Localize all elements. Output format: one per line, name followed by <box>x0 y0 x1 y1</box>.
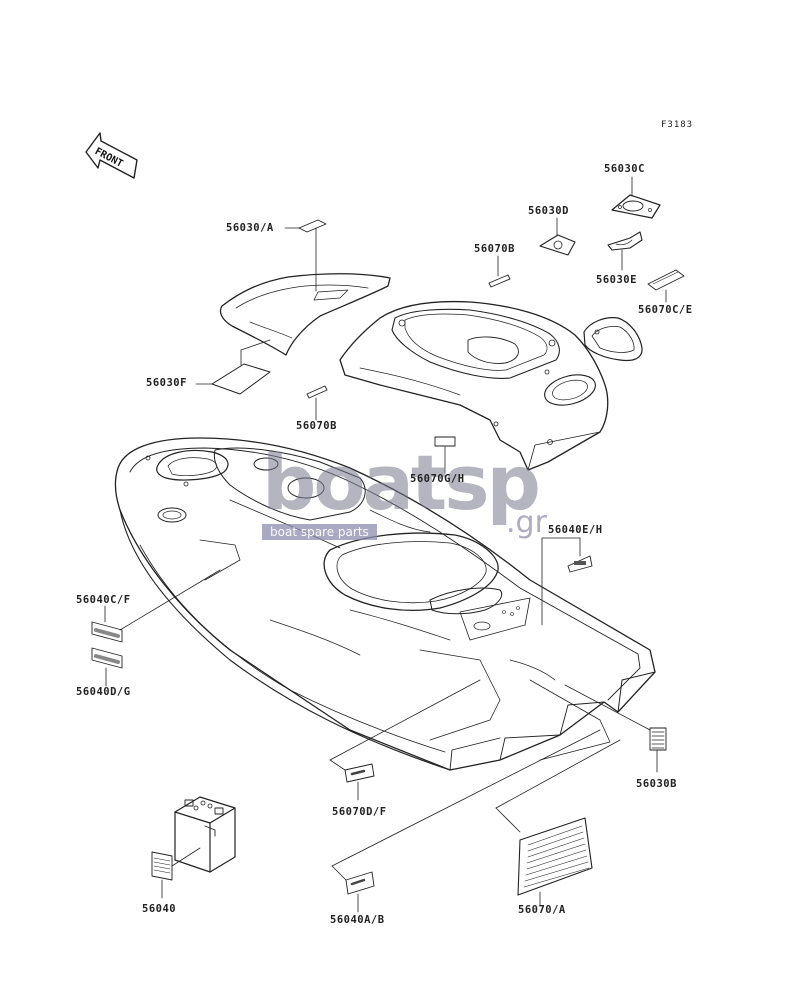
sticker-56070gh <box>434 436 456 447</box>
label-56070gh: 56070G/H <box>410 473 465 485</box>
sticker-56070ce <box>647 269 685 291</box>
hull-console-recess <box>145 447 366 523</box>
sticker-56070b-mid <box>306 385 328 399</box>
plate-56030d <box>539 234 576 256</box>
sticker-56040cf <box>91 621 123 643</box>
deck-cover <box>339 300 609 471</box>
label-56070b-top: 56070B <box>474 243 515 255</box>
battery-icon <box>174 796 236 873</box>
label-56070b-mid: 56070B <box>296 420 337 432</box>
watermark-tld: .gr <box>506 505 547 540</box>
watermark-logo: boatsp <box>262 438 541 527</box>
sticker-56030a <box>298 219 327 233</box>
hull-front-hatch <box>156 449 229 481</box>
sticker-56030f <box>211 363 271 395</box>
sticker-56070df <box>344 763 375 783</box>
label-56040ab: 56040A/B <box>330 914 385 926</box>
sticker-56040 <box>151 851 173 881</box>
figure-code: F3183 <box>661 120 694 130</box>
leader-lines <box>104 176 667 913</box>
meter-housing <box>583 317 643 362</box>
label-56040: 56040 <box>142 903 177 915</box>
label-56070ce: 56070C/E <box>638 304 693 316</box>
bracket-56030c <box>611 194 661 219</box>
label-56030c: 56030C <box>604 163 645 175</box>
label-56030e: 56030E <box>596 274 637 286</box>
sticker-56040ab <box>345 871 375 895</box>
sticker-56070a <box>517 817 593 896</box>
front-arrow-icon <box>85 132 138 179</box>
sticker-56040eh <box>567 555 593 573</box>
hull-footwell <box>323 532 531 641</box>
hull-outline <box>114 437 656 771</box>
label-56040dg: 56040D/G <box>76 686 131 698</box>
label-56030f: 56030F <box>146 377 187 389</box>
label-56030a: 56030/A <box>226 222 274 234</box>
label-56030d: 56030D <box>528 205 569 217</box>
sticker-56070b-top <box>488 274 511 288</box>
label-56030b: 56030B <box>636 778 677 790</box>
label-56070a: 56070/A <box>518 904 566 916</box>
label-56040eh: 56040E/H <box>548 524 603 536</box>
sticker-56030b <box>649 727 667 751</box>
front-cowl <box>219 273 391 356</box>
watermark-subtitle: boat spare parts <box>262 524 377 540</box>
label-56070df: 56070D/F <box>332 806 387 818</box>
sticker-56040dg <box>91 647 123 669</box>
clip-56030e <box>607 231 643 251</box>
label-56040cf: 56040C/F <box>76 594 131 606</box>
